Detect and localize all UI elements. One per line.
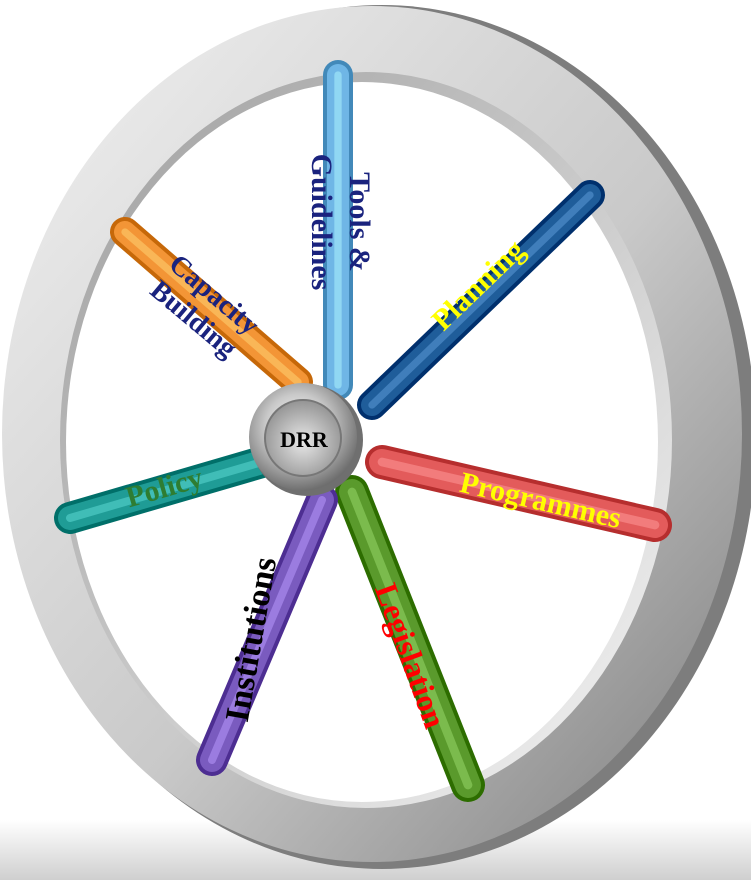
hub-label: DRR: [280, 427, 329, 452]
spoke-label-line: Tools &: [343, 172, 376, 272]
wheel-rim: [2, 5, 751, 869]
spoke-label-line: Guidelines: [305, 154, 338, 291]
